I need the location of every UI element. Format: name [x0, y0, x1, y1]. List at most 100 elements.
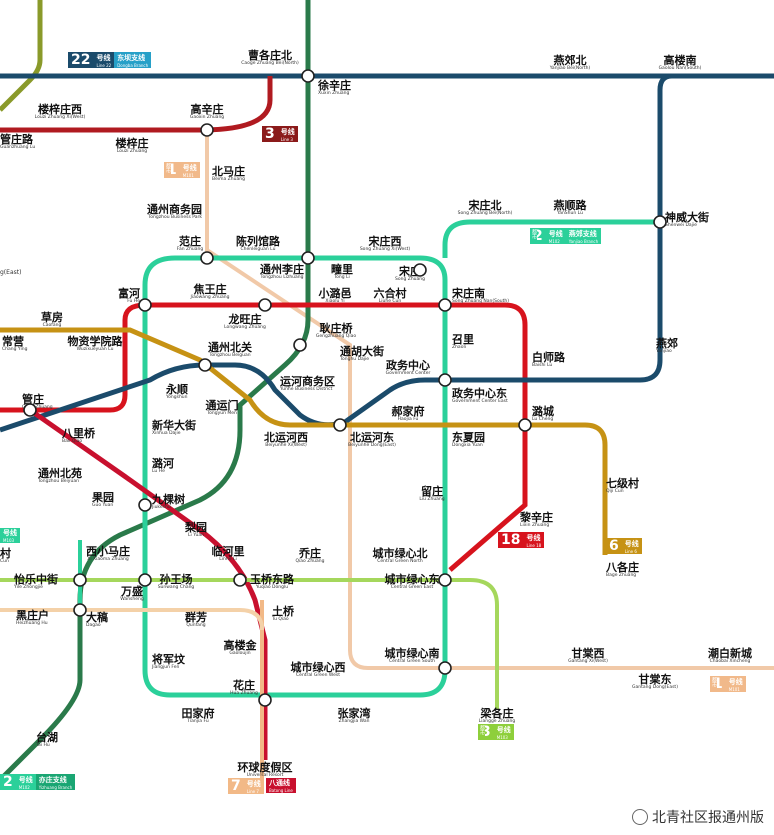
line-m103: [0, 578, 499, 710]
line-m101: [205, 130, 774, 670]
wechat-icon: [632, 809, 648, 825]
line-m101-south: [0, 608, 264, 631]
